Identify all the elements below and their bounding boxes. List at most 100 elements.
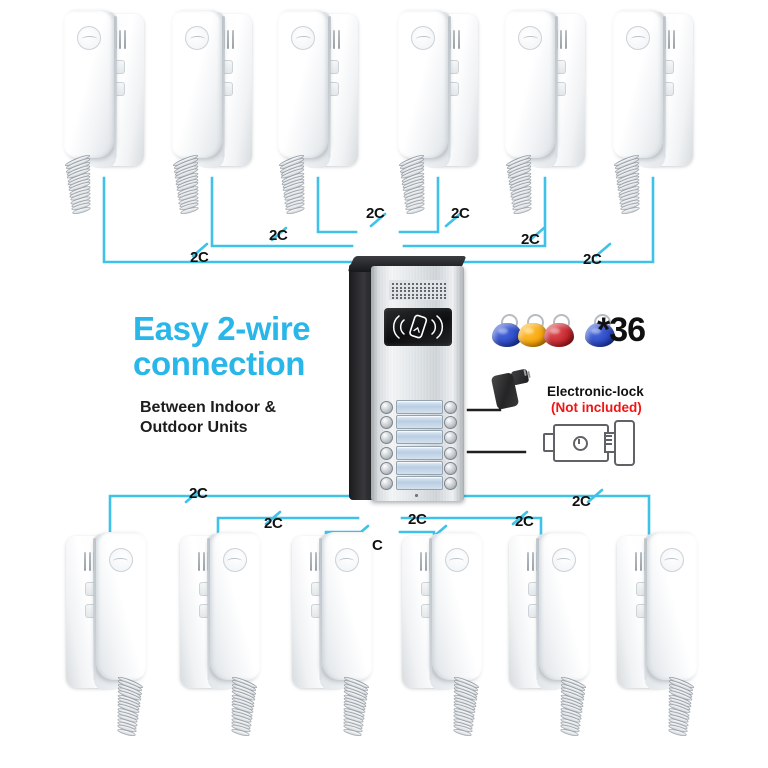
lock-ridge [604, 443, 612, 445]
rfid-key-fobs-group [492, 306, 652, 358]
call-button[interactable] [444, 461, 457, 475]
wire-label-2c: 2C [583, 251, 602, 268]
handset-coiled-cord [224, 675, 258, 738]
call-button[interactable] [380, 416, 393, 430]
earpiece-icon [660, 548, 684, 572]
call-button[interactable] [444, 416, 457, 430]
handset-receiver[interactable] [210, 532, 260, 680]
call-button-row[interactable] [379, 460, 457, 475]
wire-label-2c: 2C [366, 205, 385, 222]
indoor-handset-unit[interactable] [611, 8, 697, 216]
handset-coiled-cord [64, 153, 98, 216]
headline-line-1: Easy 2-wire [133, 310, 311, 347]
handset-receiver[interactable] [505, 10, 555, 158]
unit-seam [644, 538, 647, 680]
handset-coiled-cord [553, 675, 587, 738]
indoor-handset-unit[interactable] [398, 530, 484, 738]
earpiece-icon [626, 26, 650, 50]
call-button-row[interactable] [379, 476, 457, 490]
call-button[interactable] [444, 431, 457, 445]
headline-line-2: connection [133, 344, 306, 382]
handset-coiled-cord [172, 153, 206, 216]
call-button[interactable] [444, 446, 457, 460]
indoor-handset-unit[interactable] [170, 8, 256, 216]
call-button[interactable] [380, 461, 393, 475]
outdoor-door-station[interactable] [347, 256, 471, 504]
call-button[interactable] [444, 477, 457, 490]
unit-seam [222, 16, 225, 158]
earpiece-icon [223, 548, 247, 572]
name-plate [396, 430, 443, 445]
handset-receiver[interactable] [96, 532, 146, 680]
handset-receiver[interactable] [613, 10, 663, 158]
unit-seam [555, 16, 558, 158]
name-plate [396, 400, 443, 414]
electronic-lock-title: Electronic-lock [547, 384, 644, 399]
indoor-handset-unit[interactable] [613, 530, 699, 738]
unit-seam [536, 538, 539, 680]
call-button-panel[interactable] [379, 400, 457, 492]
unit-seam [448, 16, 451, 158]
handset-coiled-cord [661, 675, 695, 738]
handset-coiled-cord [446, 675, 480, 738]
handset-receiver[interactable] [432, 532, 482, 680]
indoor-handset-unit[interactable] [276, 8, 362, 216]
wire-label-2c: 2C [572, 493, 591, 510]
handset-receiver[interactable] [64, 10, 114, 158]
power-adapter [488, 368, 534, 412]
subtitle-line-1: Between Indoor & [140, 399, 277, 416]
lock-ridge [604, 439, 612, 441]
indoor-handset-unit[interactable] [62, 530, 148, 738]
earpiece-icon [291, 26, 315, 50]
wire-label-2c: 2C [451, 205, 470, 222]
rfid-card-wave-icon [392, 314, 444, 339]
name-plate [396, 476, 443, 490]
unit-seam [319, 538, 322, 680]
call-button[interactable] [380, 446, 393, 460]
wire-label-2c: 2C [269, 227, 288, 244]
name-plate [396, 460, 443, 475]
panel-screw [415, 494, 418, 497]
wire-label-2c: 2C [408, 511, 427, 528]
wire-label-2c: 2C [515, 513, 534, 530]
call-button[interactable] [380, 477, 393, 490]
unit-seam [429, 538, 432, 680]
call-button[interactable] [444, 401, 457, 414]
handset-receiver[interactable] [539, 532, 589, 680]
unit-seam [93, 538, 96, 680]
speaker-grille-icon [389, 280, 447, 300]
indoor-handset-unit[interactable] [396, 8, 482, 216]
fob-body [492, 323, 522, 347]
rfid-fob-red [544, 314, 574, 347]
subtitle: Between Indoor & Outdoor Units [140, 398, 370, 438]
handset-receiver[interactable] [278, 10, 328, 158]
indoor-handset-unit[interactable] [288, 530, 374, 738]
lock-ridge [604, 435, 612, 437]
handset-receiver[interactable] [647, 532, 697, 680]
call-button[interactable] [380, 431, 393, 445]
call-button-row[interactable] [379, 400, 457, 414]
indoor-handset-unit[interactable] [505, 530, 591, 738]
rfid-reader-panel[interactable] [384, 308, 452, 346]
handset-receiver[interactable] [322, 532, 372, 680]
handset-coiled-cord [613, 153, 647, 216]
electronic-lock-group: Electronic-lock (Not included) [533, 384, 693, 476]
indoor-handset-unit[interactable] [503, 8, 589, 216]
call-button-row[interactable] [379, 430, 457, 445]
lock-strike-plate-icon [614, 420, 635, 466]
call-button[interactable] [380, 401, 393, 414]
call-button-row[interactable] [379, 415, 457, 430]
indoor-handset-unit[interactable] [176, 530, 262, 738]
wire-label-2c: 2C [264, 515, 283, 532]
handset-receiver[interactable] [172, 10, 222, 158]
unit-seam [663, 16, 666, 158]
earpiece-icon [445, 548, 469, 572]
fob-body [518, 323, 548, 347]
handset-receiver[interactable] [398, 10, 448, 158]
rfid-fob-orange [518, 314, 548, 347]
fob-body [544, 323, 574, 347]
lock-keyhole-icon [573, 436, 588, 451]
call-button-row[interactable] [379, 445, 457, 460]
indoor-handset-unit[interactable] [62, 8, 148, 216]
fob-count-label: *36 [597, 311, 646, 349]
